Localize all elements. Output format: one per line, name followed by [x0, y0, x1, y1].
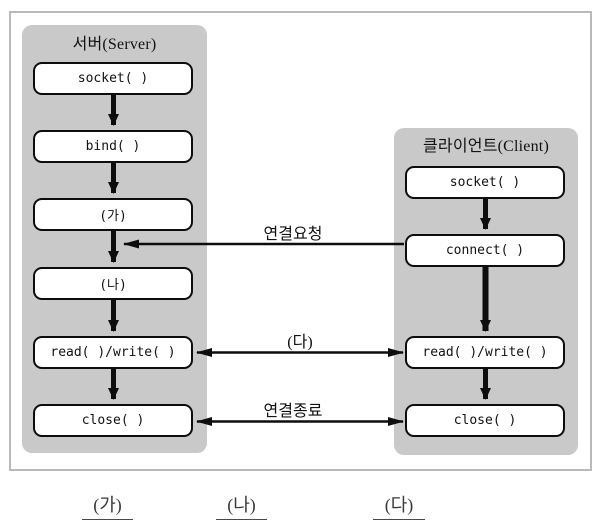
client-title: 클라이언트(Client) — [423, 138, 549, 155]
client-box-connect: connect( ) — [405, 234, 565, 267]
answer-blank-na: (나) — [216, 492, 267, 520]
client-box-close: close( ) — [405, 404, 565, 437]
server-box-blank-na: (나) — [33, 267, 193, 300]
client-box-read-write: read( )/write( ) — [405, 336, 565, 369]
server-title: 서버(Server) — [72, 36, 157, 53]
connection-arrows — [123, 239, 404, 426]
connection-close-label: 연결종료 — [263, 403, 323, 420]
answer-blank-ga: (가) — [82, 492, 133, 520]
connect-request-label: 연결요청 — [263, 226, 323, 243]
server-box-close: close( ) — [33, 404, 193, 437]
client-box-socket: socket( ) — [405, 166, 565, 199]
data-exchange-label: (다) — [287, 334, 313, 351]
server-box-blank-ga: (가) — [33, 198, 193, 231]
server-box-bind: bind( ) — [33, 130, 193, 163]
server-box-socket: socket( ) — [33, 62, 193, 95]
server-box-read-write: read( )/write( ) — [33, 336, 193, 369]
answer-blank-da: (다) — [373, 492, 425, 520]
